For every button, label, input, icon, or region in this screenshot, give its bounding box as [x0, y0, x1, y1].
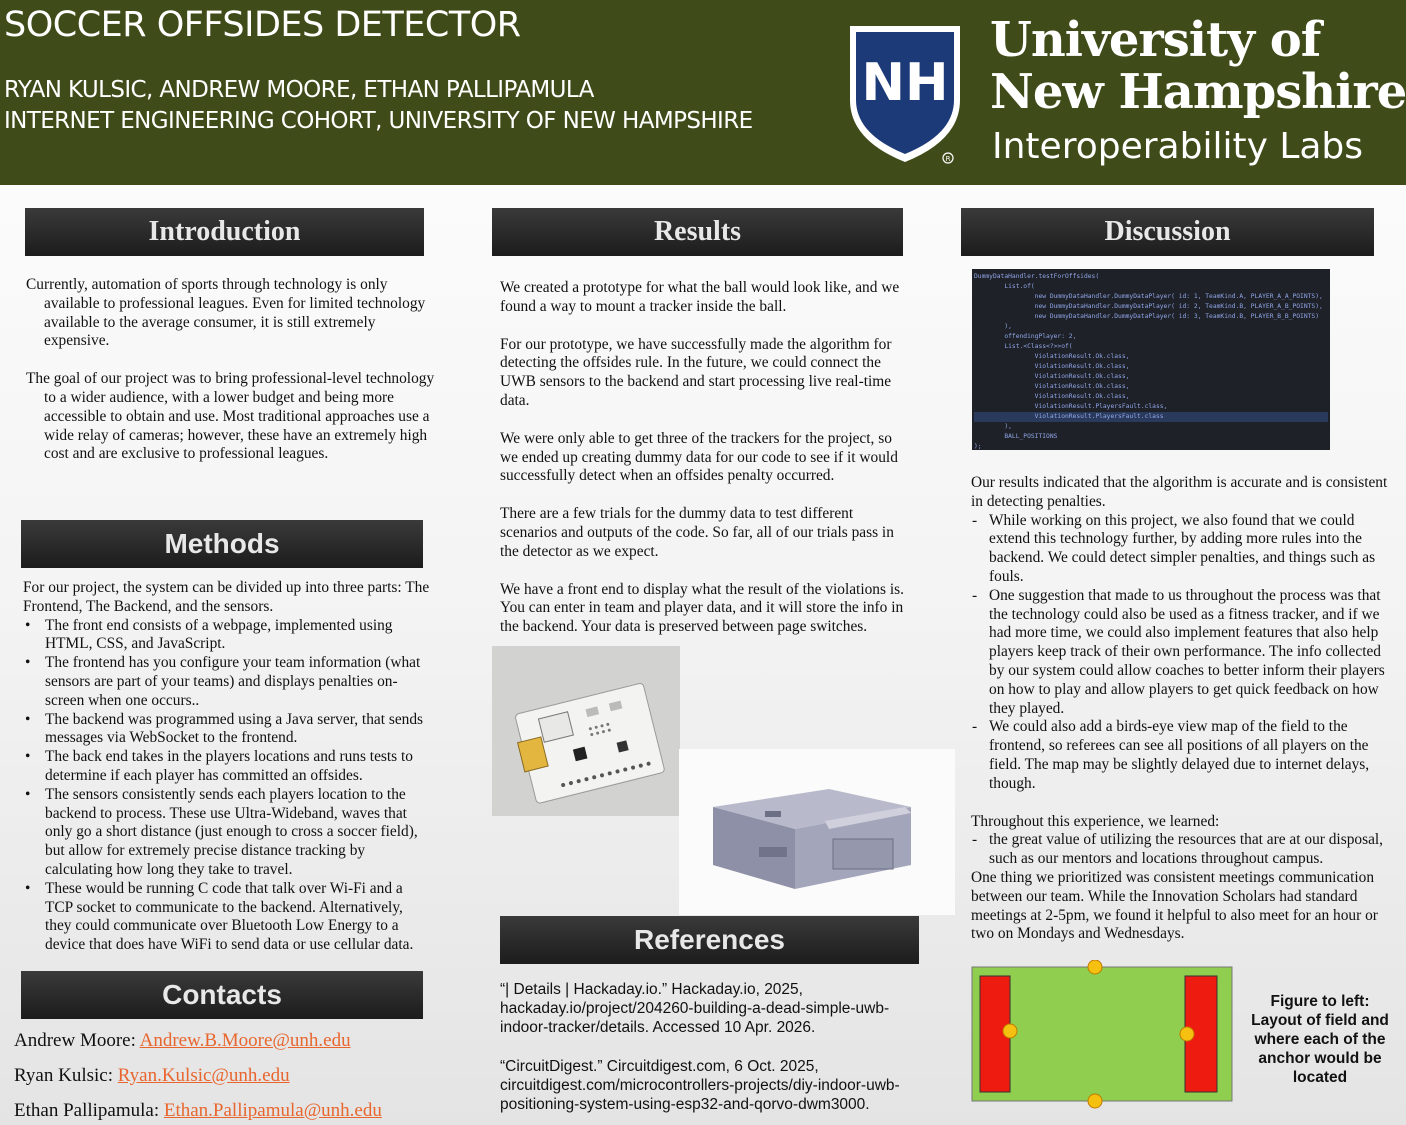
results-paragraph: We were only able to get three of the tr… [500, 429, 898, 485]
results-heading: Results [492, 208, 903, 256]
list-item: One suggestion that made to us throughou… [971, 587, 1389, 719]
email-link[interactable]: Ethan.Pallipamula@unh.edu [163, 1100, 382, 1121]
discussion-body: Our results indicated that the algorithm… [971, 474, 1389, 944]
references-heading: References [500, 916, 919, 964]
ball-mount-render [679, 749, 955, 915]
affiliation: INTERNET ENGINEERING COHORT, UNIVERSITY … [4, 108, 753, 134]
contact-row: Andrew Moore: Andrew.B.Moore@unh.edu [14, 1030, 351, 1051]
list-item: The back end takes in the players locati… [23, 748, 433, 786]
contact-row: Ethan Pallipamula: Ethan.Pallipamula@unh… [14, 1100, 382, 1121]
discussion-summary: Our results indicated that the algorithm… [971, 474, 1388, 510]
intro-paragraph: Currently, automation of sports through … [26, 276, 426, 350]
discussion-closing: One thing we prioritized was consistent … [971, 868, 1378, 943]
unh-shield-logo: NH R [850, 26, 960, 164]
intro-paragraph: The goal of our project was to bring pro… [26, 370, 435, 463]
anchor-point [1087, 960, 1103, 975]
author-list: RYAN KULSIC, ANDREW MOORE, ETHAN PALLIPA… [4, 77, 594, 103]
anchor-point [1087, 1093, 1103, 1109]
poster-header: SOCCER OFFSIDES DETECTOR RYAN KULSIC, AN… [0, 0, 1406, 185]
anchor-point [1179, 1026, 1195, 1042]
code-block: DummyDataHandler.testForOffsides( List.o… [972, 269, 1330, 450]
figure-caption: Figure to left: Layout of field and wher… [1251, 993, 1389, 1086]
list-item: The backend was programmed using a Java … [23, 711, 433, 749]
list-item: the great value of utilizing the resourc… [971, 831, 1389, 869]
methods-intro: For our project, the system can be divid… [23, 579, 430, 615]
results-body: We created a prototype for what the ball… [500, 279, 912, 637]
results-paragraph: There are a few trials for the dummy dat… [500, 505, 894, 560]
list-item: While working on this project, we also f… [971, 512, 1389, 587]
list-item: These would be running C code that talk … [23, 880, 433, 955]
list-item: We could also add a birds-eye view map o… [971, 718, 1389, 793]
email-link[interactable]: Andrew.B.Moore@unh.edu [139, 1030, 351, 1051]
results-paragraph: For our prototype, we have successfully … [500, 335, 892, 409]
methods-heading: Methods [21, 520, 423, 568]
svg-text:NH: NH [861, 53, 948, 113]
lab-name: Interoperability Labs [992, 126, 1364, 167]
uwb-tracker-photo [492, 646, 680, 816]
university-name: University of New Hampshire [990, 12, 1406, 120]
discussion-heading: Discussion [961, 208, 1374, 256]
reference-item: “| Details | Hackaday.io.” Hackaday.io, … [500, 981, 890, 1036]
contact-row: Ryan Kulsic: Ryan.Kulsic@unh.edu [14, 1065, 290, 1086]
list-item: The front end consists of a webpage, imp… [23, 617, 433, 655]
methods-body: For our project, the system can be divid… [23, 579, 433, 955]
introduction-heading: Introduction [25, 208, 424, 256]
reference-item: “CircuitDigest.” Circuitdigest.com, 6 Oc… [500, 1058, 900, 1113]
svg-text:R: R [946, 155, 951, 163]
email-link[interactable]: Ryan.Kulsic@unh.edu [117, 1065, 290, 1086]
anchor-point [1002, 1023, 1018, 1039]
code-screenshot: DummyDataHandler.testForOffsides( List.o… [972, 269, 1330, 450]
field-layout-diagram [971, 960, 1233, 1109]
results-paragraph: We created a prototype for what the ball… [500, 279, 900, 315]
poster-title: SOCCER OFFSIDES DETECTOR [4, 5, 521, 45]
contacts-heading: Contacts [21, 971, 423, 1019]
learned-intro: Throughout this experience, we learned: [971, 812, 1220, 830]
list-item: The frontend has you configure your team… [23, 654, 433, 710]
introduction-body: Currently, automation of sports through … [26, 276, 438, 464]
results-paragraph: We have a front end to display what the … [500, 580, 904, 636]
list-item: The sensors consistently sends each play… [23, 786, 433, 880]
